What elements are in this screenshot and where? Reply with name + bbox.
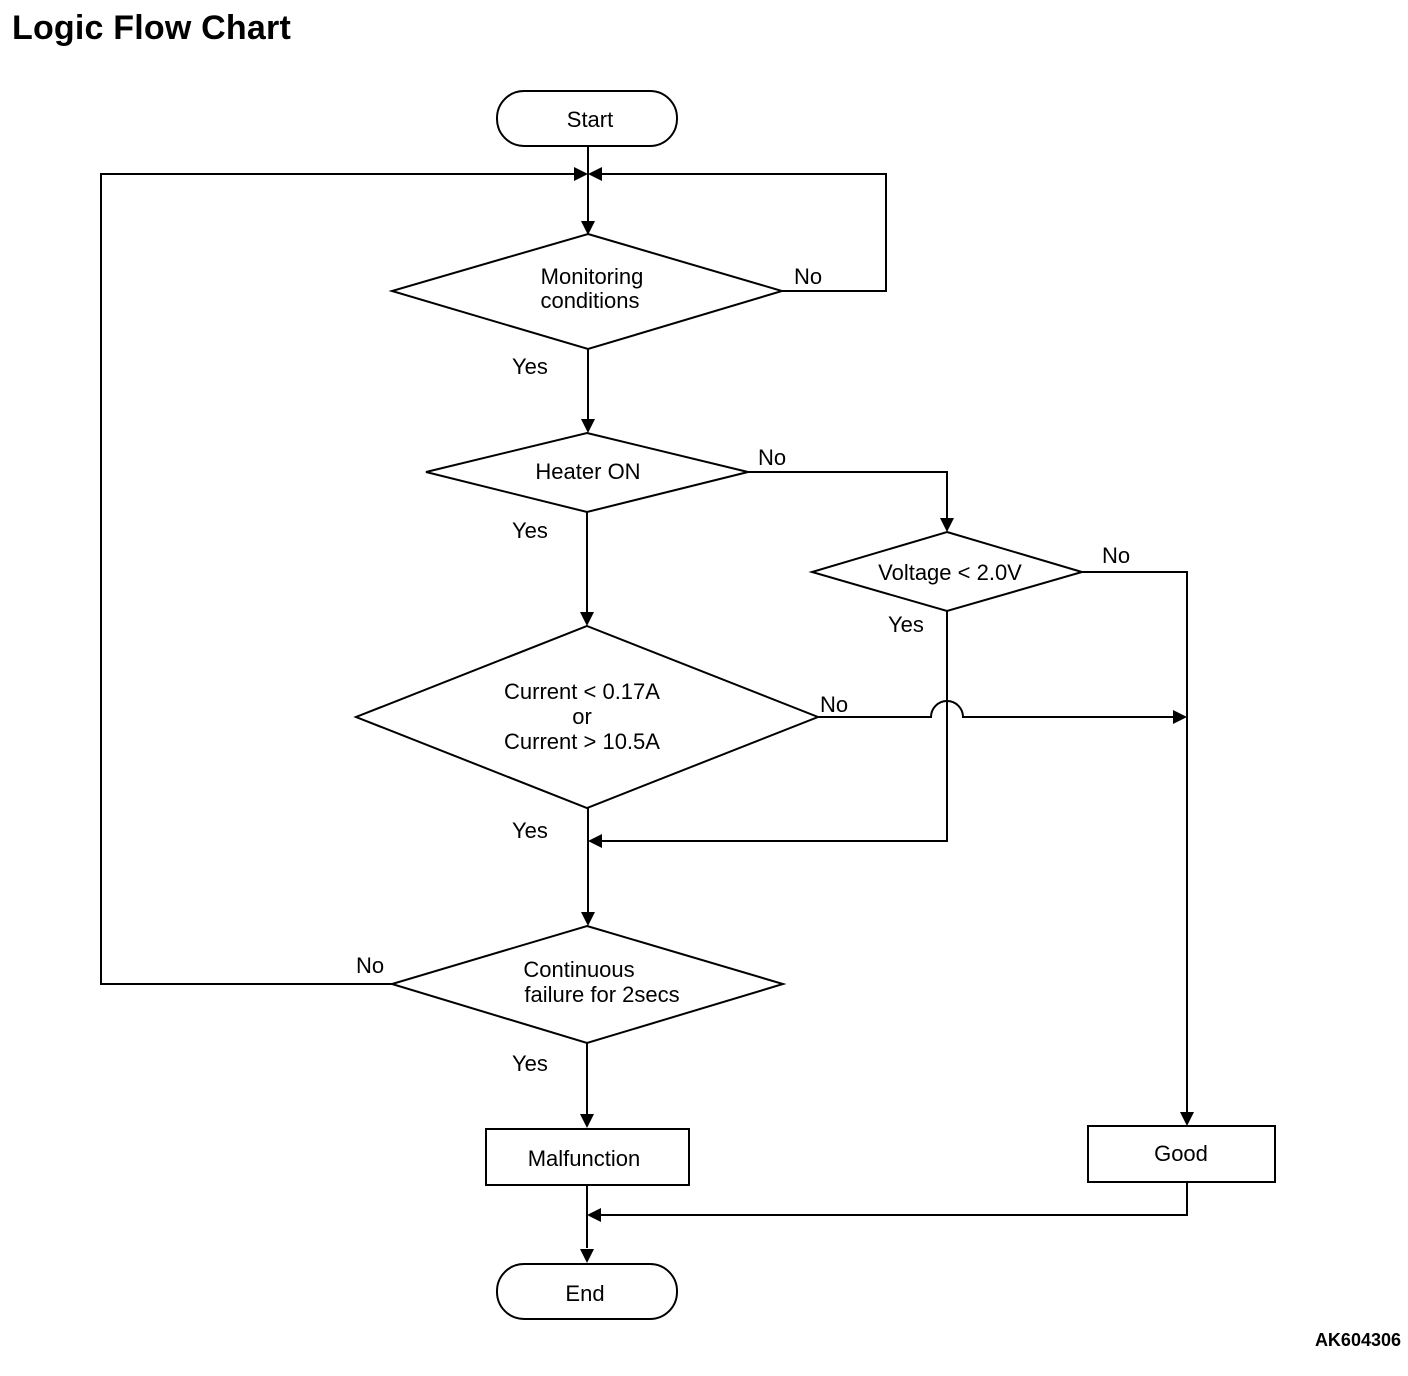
node-start: Start [496,90,678,147]
node-malfunction: Malfunction [485,1128,690,1186]
arrowhead-into-voltage [940,518,954,532]
edge-label-monitoring-no: No [794,264,822,289]
node-monitoring-label-line1: Monitoring [541,264,644,289]
node-monitoring-conditions: Monitoring conditions [388,232,786,351]
edge-label-continuous-no: No [356,953,384,978]
arrowhead-loop-from-left [574,167,588,181]
node-end: End [496,1263,678,1320]
arrowhead-into-continuous [581,912,595,926]
node-malfunction-label: Malfunction [528,1146,641,1171]
node-continuous-label-line2: failure for 2secs [524,982,679,1007]
node-voltage-label: Voltage < 2.0V [878,560,1022,585]
connector-voltage-yes [600,611,948,842]
arrowhead-into-heater [581,419,595,433]
edge-label-monitoring-yes: Yes [512,354,548,379]
connector-good-to-end [600,1182,1188,1216]
node-current-label-line2: or [572,704,592,729]
arrowhead-good-return-left [587,1208,601,1222]
node-heater-on: Heater ON [425,431,749,514]
edge-label-current-yes: Yes [512,818,548,843]
arrowhead-into-malfunction [580,1114,594,1128]
node-end-label: End [565,1281,604,1306]
node-good-label: Good [1154,1141,1208,1166]
node-current-label-line3: Current > 10.5A [504,729,660,754]
arrowhead-into-monitoring [581,221,595,235]
arrowhead-into-good [1180,1112,1194,1126]
node-monitoring-label-line2: conditions [540,288,639,313]
node-voltage-check: Voltage < 2.0V [808,530,1086,613]
arrowhead-voltage-yes-left [588,834,602,848]
node-current-label-line1: Current < 0.17A [504,679,660,704]
figure-id: AK604306 [1314,1330,1401,1350]
page-title: Logic Flow Chart [12,9,291,47]
arrowheads [574,167,1194,1263]
node-start-label: Start [567,107,613,132]
arrowhead-into-end [580,1249,594,1263]
arrowhead-current-no-right [1173,710,1187,724]
edge-labels: No Yes No Yes No Yes No Yes No Yes [356,264,1130,1076]
connector-continuous-no-loop [100,173,576,985]
connector-monitoring-no-loop [600,173,887,292]
edge-label-heater-no: No [758,445,786,470]
edge-label-voltage-yes: Yes [888,612,924,637]
node-continuous-failure: Continuous failure for 2secs [388,924,787,1045]
edge-label-heater-yes: Yes [512,518,548,543]
edge-label-voltage-no: No [1102,543,1130,568]
node-continuous-label-line1: Continuous [523,957,634,982]
connector-heater-no [748,471,948,518]
node-current-check: Current < 0.17A or Current > 10.5A [353,624,821,810]
arrowhead-into-current [580,612,594,626]
connector-voltage-no [1082,571,1188,1112]
edge-label-continuous-yes: Yes [512,1051,548,1076]
node-good: Good [1087,1125,1276,1183]
connectors [100,147,1188,1248]
arrowhead-loop-from-right [588,167,602,181]
node-heater-label: Heater ON [535,459,640,484]
connector-current-no [818,700,1173,718]
edge-label-current-no: No [820,692,848,717]
